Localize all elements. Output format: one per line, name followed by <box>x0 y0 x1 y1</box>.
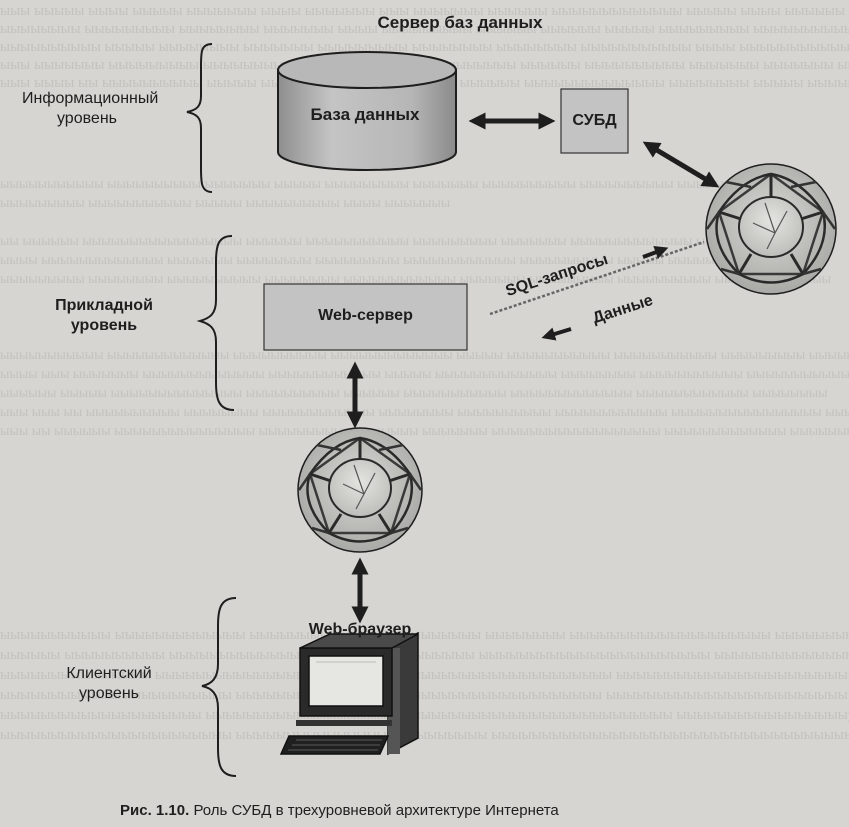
internet-globe-top <box>705 163 837 295</box>
client-level-brace <box>201 597 237 777</box>
information-level-brace <box>186 43 213 193</box>
sql-data-channel <box>489 240 705 316</box>
application-level-label: Прикладной уровень <box>55 297 153 334</box>
server-title: Сервер баз данных <box>377 13 543 32</box>
application-level-brace <box>196 235 235 411</box>
dbms-box <box>560 88 629 154</box>
client-level-label: Клиентский уровень <box>66 665 152 702</box>
internet-globe-middle <box>297 427 423 553</box>
dbms-label: СУБД <box>572 112 617 129</box>
sql-arrow <box>642 245 669 259</box>
dbms-internet-arrow <box>642 141 720 188</box>
information-level-label: Информационный уровень <box>22 90 159 127</box>
browser-label: Web-браузер <box>308 621 412 638</box>
database-cylinder <box>277 51 457 171</box>
web-server-label: Web-сервер <box>318 307 413 324</box>
web-server-box <box>263 283 468 351</box>
database-label: База данных <box>310 105 420 124</box>
caption-text: Роль СУБД в трехуровневой архитектуре Ин… <box>193 802 559 819</box>
figure-caption: Рис. 1.10. Роль СУБД в трехуровневой арх… <box>120 802 820 819</box>
caption-number: Рис. 1.10. <box>120 802 190 819</box>
computer-icon <box>279 631 419 756</box>
data-arrow <box>541 327 572 341</box>
